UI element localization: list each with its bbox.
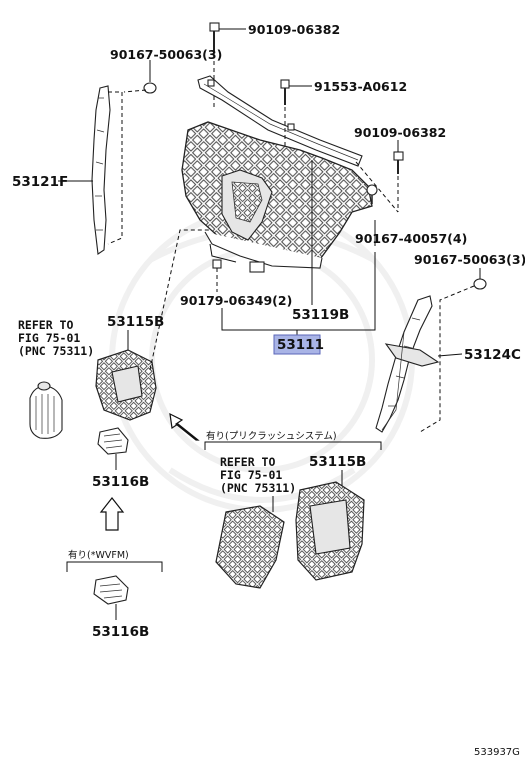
svg-text:FIG 75-01: FIG 75-01: [18, 331, 80, 345]
molding-53124C[interactable]: [375, 295, 440, 433]
svg-text:(PNC 75311): (PNC 75311): [220, 481, 296, 495]
label-53116b-bottom: 53116B: [92, 624, 149, 640]
bracket-53116B-bottom[interactable]: [93, 575, 129, 605]
highlight-53111: [273, 334, 321, 355]
label-53119b: 53119B: [292, 307, 349, 323]
bolt-91553[interactable]: [280, 79, 290, 105]
svg-text:(PNC 75311): (PNC 75311): [18, 344, 94, 358]
bolt-90109-top[interactable]: [209, 22, 220, 52]
note-precrash: 有り(プリクラッシュシステム): [206, 430, 337, 442]
refer-note-left: REFER TO FIG 75-01 (PNC 75311): [18, 318, 94, 358]
label-53115b-left: 53115B: [107, 314, 164, 330]
svg-text:FIG 75-01: FIG 75-01: [220, 468, 282, 482]
label-90109-06382-right: 90109-06382: [354, 125, 446, 140]
label-90167-50063-right: 90167-50063(3): [414, 252, 525, 267]
direction-arrow-diagonal: [169, 412, 200, 441]
label-53115b-right: 53115B: [309, 454, 366, 470]
svg-text:REFER TO: REFER TO: [220, 455, 275, 469]
clip-90179[interactable]: [212, 259, 222, 292]
label-90179-06349: 90179-06349(2): [180, 293, 292, 308]
label-53116b-mid: 53116B: [92, 474, 149, 490]
note-wvfm: 有り(*WVFM): [68, 549, 129, 561]
bracket-53116B-mid[interactable]: [97, 427, 129, 455]
direction-arrow-up: [99, 497, 125, 531]
label-90109-06382-top: 90109-06382: [248, 22, 340, 37]
bracket-53115B-right[interactable]: [295, 481, 365, 581]
bolt-90109-right[interactable]: [393, 151, 404, 174]
upper-grille-support-rail[interactable]: [197, 75, 363, 167]
label-91553-a0612: 91553-A0612: [314, 79, 407, 94]
label-53124c: 53124C: [464, 347, 521, 363]
clip-90167-50063-left[interactable]: [123, 82, 157, 94]
molding-53121F[interactable]: [91, 85, 123, 255]
label-90167-40057: 90167-40057(4): [355, 231, 467, 246]
radiator-grille-53111[interactable]: [181, 121, 373, 273]
sensor-cover-right-ref[interactable]: [215, 505, 285, 589]
label-90167-50063-left: 90167-50063(3): [110, 47, 222, 62]
label-53121f: 53121F: [12, 174, 68, 190]
sensor-cover-left-ref[interactable]: [29, 381, 63, 439]
bracket-53115B-left[interactable]: [95, 349, 157, 421]
clip-90167-50063-right[interactable]: [419, 268, 487, 433]
refer-note-right: REFER TO FIG 75-01 (PNC 75311): [220, 455, 296, 495]
label-53111[interactable]: 53111: [277, 337, 324, 353]
diagram-code: 533937G: [474, 747, 520, 758]
svg-text:REFER TO: REFER TO: [18, 318, 73, 332]
clip-90167-40057[interactable]: [366, 184, 378, 204]
